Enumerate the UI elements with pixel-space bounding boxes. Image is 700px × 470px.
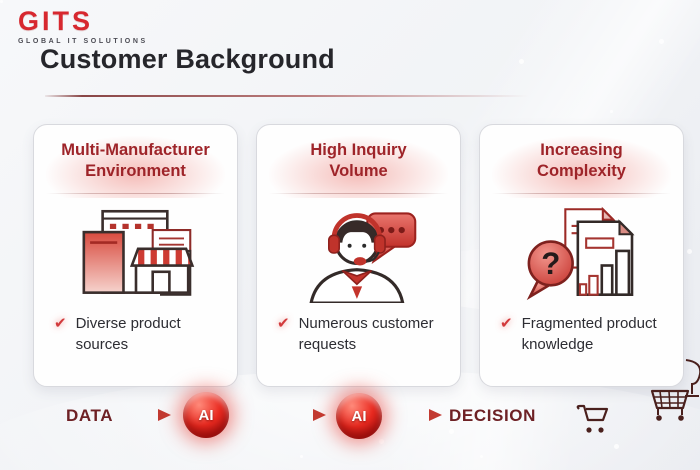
check-icon: ✔: [500, 315, 513, 333]
page-title: Customer Background: [40, 44, 335, 74]
arrow-right-icon: [394, 408, 442, 427]
check-icon: ✔: [277, 315, 290, 333]
flow-decision-label: DECISION: [449, 406, 536, 425]
card-divider: [269, 193, 448, 195]
card-high-inquiry: High Inquiry Volume: [256, 124, 461, 387]
ai-node: AI: [336, 393, 382, 439]
card-bullet: ✔ Diverse product sources: [34, 312, 237, 355]
sparkle-dots: [0, 0, 3, 3]
card-divider: [46, 193, 225, 195]
check-icon: ✔: [54, 315, 67, 333]
card-bullet: ✔ Numerous customer requests: [257, 312, 460, 355]
cart-big-icon: [646, 386, 692, 429]
card-title: Multi-Manufacturer Environment: [34, 135, 237, 199]
gits-logo: GITS GLOBAL IT SOLUTIONS: [18, 6, 148, 46]
documents-question-chart-icon: ?: [480, 194, 683, 312]
card-title-line1: High Inquiry: [310, 141, 407, 159]
cards-row: Multi-Manufacturer Environment: [33, 124, 684, 387]
card-title-line2: Volume: [329, 162, 388, 181]
ai-node: AI: [183, 392, 229, 438]
bullet-text: Diverse product sources: [75, 315, 181, 353]
card-title-line2: Complexity: [537, 162, 626, 181]
card-title-line2: Environment: [85, 162, 186, 181]
storefront-buildings-icon: [34, 194, 237, 312]
card-title: High Inquiry Volume: [257, 135, 460, 199]
cart-small-icon: [575, 403, 611, 440]
card-title-line1: Multi-Manufacturer: [61, 141, 210, 159]
logo-tagline: GLOBAL IT SOLUTIONS: [18, 38, 148, 45]
flow-data-label: DATA: [66, 406, 114, 425]
arrow-right-icon: [123, 408, 171, 427]
card-bullet: ✔ Fragmented product knowledge: [480, 312, 683, 355]
card-title-line1: Increasing: [540, 141, 623, 159]
support-agent-headset-icon: [257, 194, 460, 312]
title-underline: [45, 95, 665, 97]
arrow-right-icon: [238, 408, 326, 427]
logo-wordmark: GITS: [18, 6, 94, 36]
card-divider: [492, 193, 671, 195]
svg-text:?: ?: [541, 246, 560, 281]
card-multi-manufacturer: Multi-Manufacturer Environment: [33, 124, 238, 387]
edge-partial-icon: [684, 358, 700, 405]
bullet-text: Numerous customer requests: [298, 315, 434, 353]
card-increasing-complexity: Increasing Complexity: [479, 124, 684, 387]
card-title: Increasing Complexity: [480, 135, 683, 199]
bullet-text: Fragmented product knowledge: [521, 315, 657, 353]
